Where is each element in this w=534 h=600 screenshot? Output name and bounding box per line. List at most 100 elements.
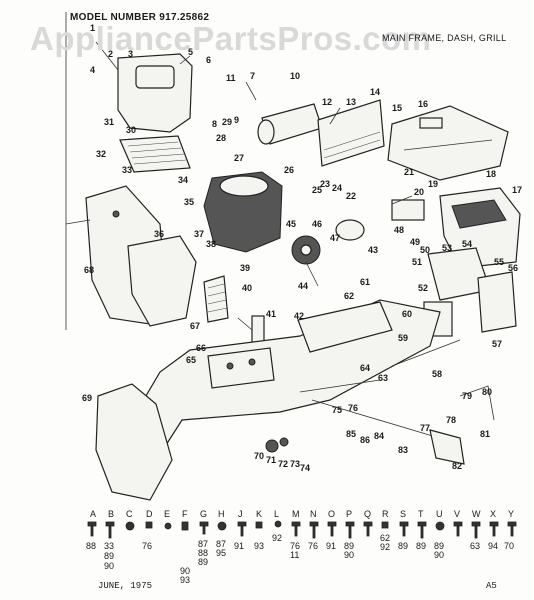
callout-29: 29: [222, 117, 233, 127]
hardware-ref: 94: [488, 541, 499, 551]
callout-47: 47: [330, 233, 341, 243]
callout-12: 12: [322, 97, 333, 107]
hardware-letter-X: X: [490, 509, 497, 519]
hardware-ref: 87: [198, 539, 209, 549]
callout-28: 28: [216, 133, 227, 143]
hardware-ref: 92: [272, 533, 283, 543]
callout-66: 66: [196, 343, 207, 353]
callout-14: 14: [370, 87, 381, 97]
hardware-letter-Y: Y: [508, 509, 515, 519]
hardware-ref: 93: [180, 575, 191, 585]
hardware-ref: 93: [254, 541, 265, 551]
callout-78: 78: [446, 415, 457, 425]
callout-79: 79: [462, 391, 473, 401]
callout-35: 35: [184, 197, 195, 207]
grill-screen: [391, 199, 425, 221]
callout-43: 43: [368, 245, 379, 255]
callout-17: 17: [512, 185, 523, 195]
callout-41: 41: [266, 309, 277, 319]
hardware-letter-S: S: [400, 509, 407, 519]
callout-20: 20: [414, 187, 425, 197]
callout-50: 50: [420, 245, 431, 255]
callout-1: 1: [90, 23, 96, 33]
callout-26: 26: [284, 165, 295, 175]
hardware-letter-V: V: [454, 509, 461, 519]
hardware-ref: 91: [234, 541, 245, 551]
hardware-letter-K: K: [256, 509, 263, 519]
callout-34: 34: [178, 175, 189, 185]
callout-25: 25: [312, 185, 323, 195]
hardware-ref: 89: [344, 541, 355, 551]
hardware-ref: 88: [198, 548, 209, 558]
callout-9: 9: [234, 115, 240, 125]
muffler-end: [257, 119, 275, 145]
hardware-letter-G: G: [200, 509, 208, 519]
hardware-letter-L: L: [274, 509, 280, 519]
callout-68: 68: [84, 265, 95, 275]
callout-72: 72: [278, 459, 289, 469]
callout-18: 18: [486, 169, 497, 179]
revision-date: JUNE, 1975: [98, 581, 153, 591]
callout-69: 69: [82, 393, 93, 403]
engine-cover: [219, 175, 269, 197]
callout-10: 10: [290, 71, 301, 81]
hardware-ref: 70: [504, 541, 515, 551]
callout-62: 62: [344, 291, 355, 301]
dash-panel-window: [135, 65, 175, 89]
callout-23: 23: [320, 179, 331, 189]
callout-19: 19: [428, 179, 439, 189]
hardware-letter-C: C: [126, 509, 133, 519]
callout-85: 85: [346, 429, 357, 439]
callout-40: 40: [242, 283, 253, 293]
hardware-ref: 87: [216, 539, 227, 549]
callout-64: 64: [360, 363, 371, 373]
hardware-letter-R: R: [382, 509, 389, 519]
page-code: A5: [486, 581, 497, 591]
callout-37: 37: [194, 229, 205, 239]
callout-15: 15: [392, 103, 403, 113]
watermark: AppliancePartsPros.com: [30, 20, 432, 57]
frame-deck-plate: [207, 347, 275, 389]
callout-61: 61: [360, 277, 371, 287]
hardware-letter-M: M: [292, 509, 300, 519]
hardware-letter-D: D: [146, 509, 153, 519]
hardware-letter-U: U: [436, 509, 443, 519]
hardware-letter-E: E: [164, 509, 171, 519]
hardware-ref: 11: [290, 550, 300, 560]
callout-31: 31: [104, 117, 115, 127]
hardware-letter-J: J: [238, 509, 243, 519]
callout-58: 58: [432, 369, 443, 379]
grate-hatching: [127, 141, 187, 165]
callout-2: 2: [108, 49, 114, 59]
callout-7: 7: [250, 71, 256, 81]
callout-8: 8: [212, 119, 218, 129]
side-grill: [477, 271, 517, 333]
hardware-letter-B: B: [108, 509, 115, 519]
callout-32: 32: [96, 149, 107, 159]
callout-6: 6: [206, 55, 212, 65]
control-rod: [391, 339, 461, 367]
callout-71: 71: [266, 455, 277, 465]
hardware-ref: 91: [326, 541, 337, 551]
grill-opening: [451, 199, 507, 229]
callout-59: 59: [398, 333, 409, 343]
belt-guard: [335, 219, 365, 241]
hardware-ref: 95: [216, 548, 227, 558]
diagram-subtitle: MAIN FRAME, DASH, GRILL: [382, 33, 507, 43]
callout-21: 21: [404, 167, 415, 177]
callout-63: 63: [378, 373, 389, 383]
callout-24: 24: [332, 183, 343, 193]
hardware-ref: 90: [104, 561, 115, 571]
callout-65: 65: [186, 355, 197, 365]
callout-49: 49: [410, 237, 421, 247]
hardware-letter-N: N: [310, 509, 317, 519]
hardware-letter-T: T: [418, 509, 424, 519]
hardware-ref: 63: [470, 541, 481, 551]
callout-80: 80: [482, 387, 493, 397]
callout-33: 33: [122, 165, 133, 175]
hardware-ref: 62: [380, 533, 391, 543]
callout-51: 51: [412, 257, 423, 267]
callout-4: 4: [90, 65, 96, 75]
callout-44: 44: [298, 281, 309, 291]
